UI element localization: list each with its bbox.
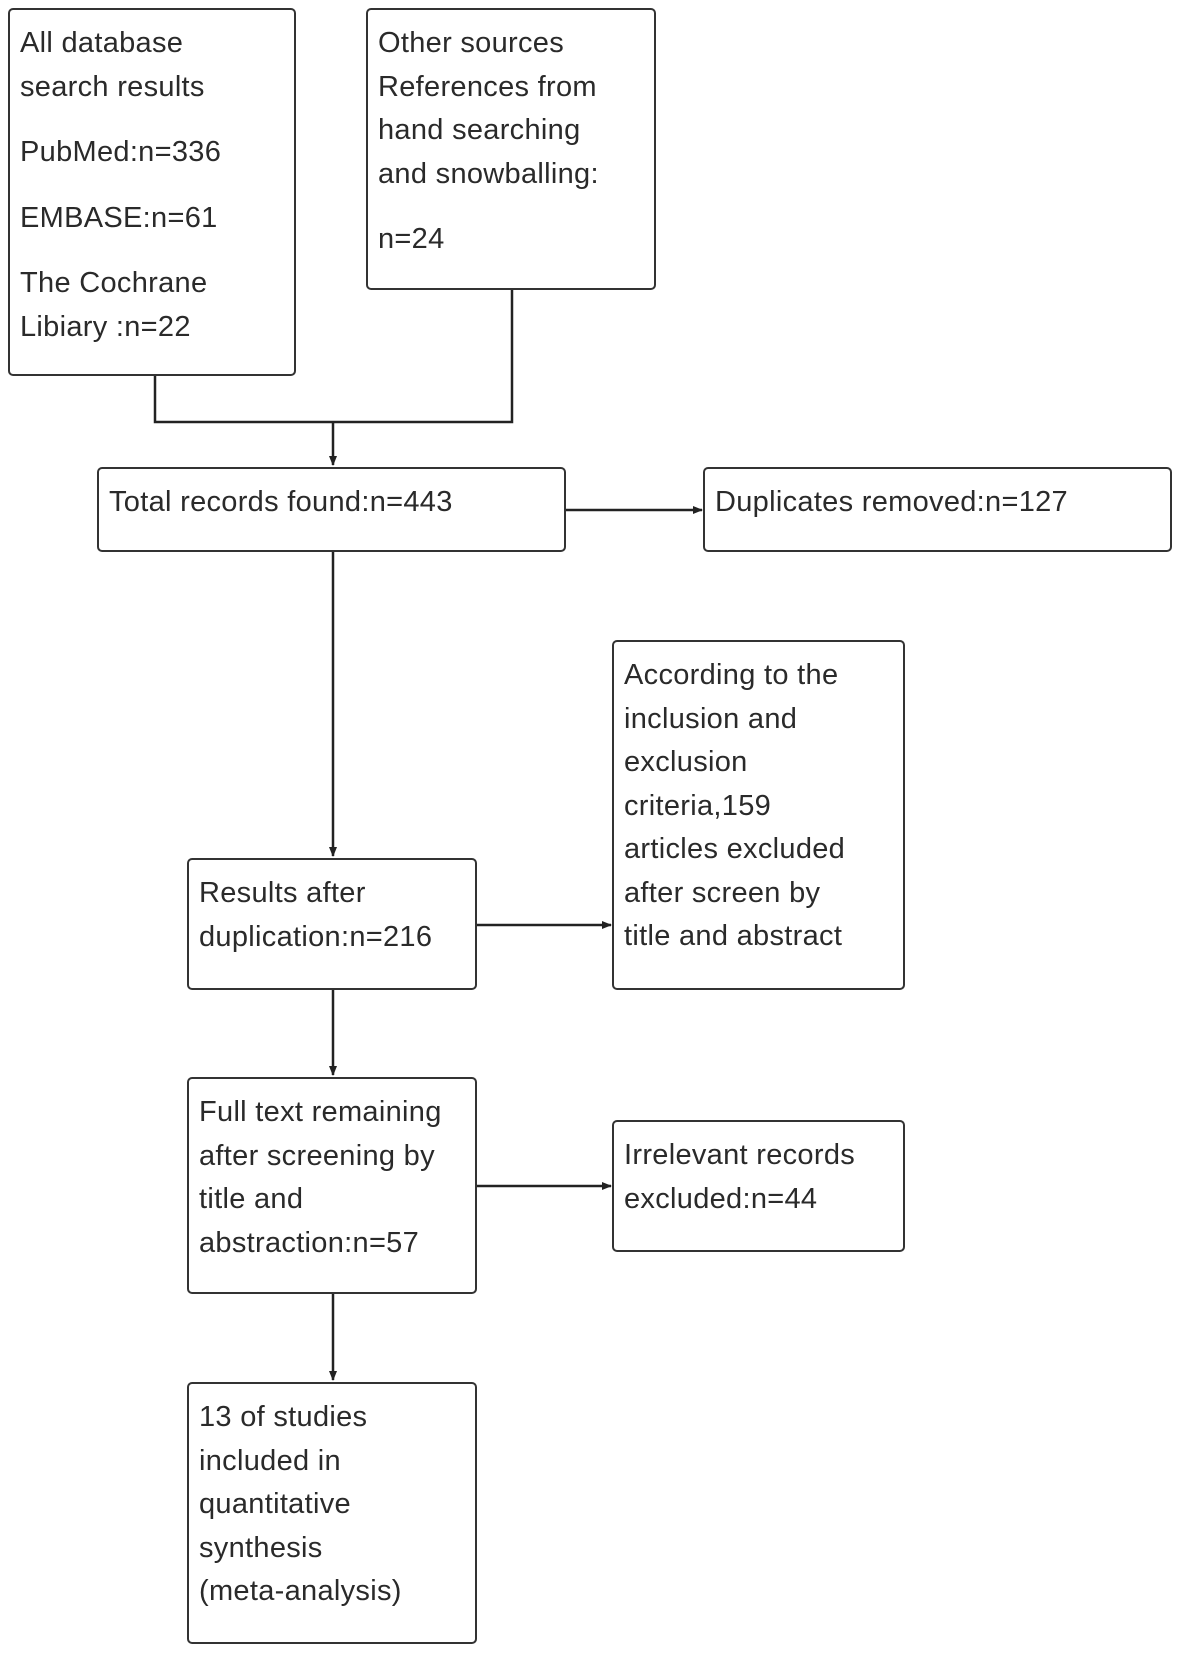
cochrane-label: The Cochrane — [20, 267, 208, 299]
criteria-line: criteria,159 — [624, 789, 772, 822]
full-text-line: title and — [199, 1183, 304, 1215]
other-sources-line: References from — [378, 70, 597, 103]
after-dup-line: duplication:n=216 — [199, 920, 433, 953]
other-sources-count: n=24 — [378, 223, 445, 255]
included-line: quantitative — [199, 1488, 351, 1520]
database-box-line: All database — [20, 27, 184, 59]
total-records-text: Total records found:n=443 — [109, 486, 453, 518]
other-sources-line: hand searching — [378, 114, 581, 146]
duplicates-removed-box: Duplicates removed:n=127 — [703, 467, 1172, 552]
other-sources-box: Other sources References from hand searc… — [366, 8, 656, 290]
criteria-line: title and abstract — [624, 920, 843, 952]
other-sources-line: and snowballing: — [378, 157, 599, 190]
duplicates-removed-text: Duplicates removed:n=127 — [715, 486, 1068, 518]
included-line: (meta-analysis) — [199, 1575, 402, 1607]
included-studies-box: 13 of studies included in quantitative s… — [187, 1382, 477, 1644]
criteria-line: inclusion and — [624, 702, 798, 735]
included-line: included in — [199, 1444, 341, 1477]
full-text-line: Full text remaining — [199, 1096, 442, 1128]
criteria-line: articles excluded — [624, 833, 846, 865]
after-dup-line: Results after — [199, 877, 366, 909]
criteria-line: exclusion — [624, 746, 748, 778]
database-search-box: All database search results PubMed:n=336… — [8, 8, 296, 376]
irrelevant-line: Irrelevant records — [624, 1139, 856, 1171]
total-records-box: Total records found:n=443 — [97, 467, 566, 552]
full-text-line: after screening by — [199, 1139, 435, 1172]
database-box-line: search results — [20, 70, 205, 103]
cochrane-count: Libiary :n=22 — [20, 310, 191, 343]
full-text-box: Full text remaining after screening by t… — [187, 1077, 477, 1294]
embase-count: EMBASE:n=61 — [20, 201, 218, 234]
included-line: synthesis — [199, 1531, 323, 1564]
after-duplication-box: Results after duplication:n=216 — [187, 858, 477, 990]
exclusion-criteria-box: According to the inclusion and exclusion… — [612, 640, 905, 990]
pubmed-count: PubMed:n=336 — [20, 136, 222, 168]
included-line: 13 of studies — [199, 1401, 368, 1433]
irrelevant-line: excluded:n=44 — [624, 1182, 818, 1215]
irrelevant-records-box: Irrelevant records excluded:n=44 — [612, 1120, 905, 1252]
criteria-line: According to the — [624, 659, 839, 691]
full-text-line: abstraction:n=57 — [199, 1226, 420, 1259]
criteria-line: after screen by — [624, 876, 821, 909]
other-sources-line: Other sources — [378, 27, 565, 59]
